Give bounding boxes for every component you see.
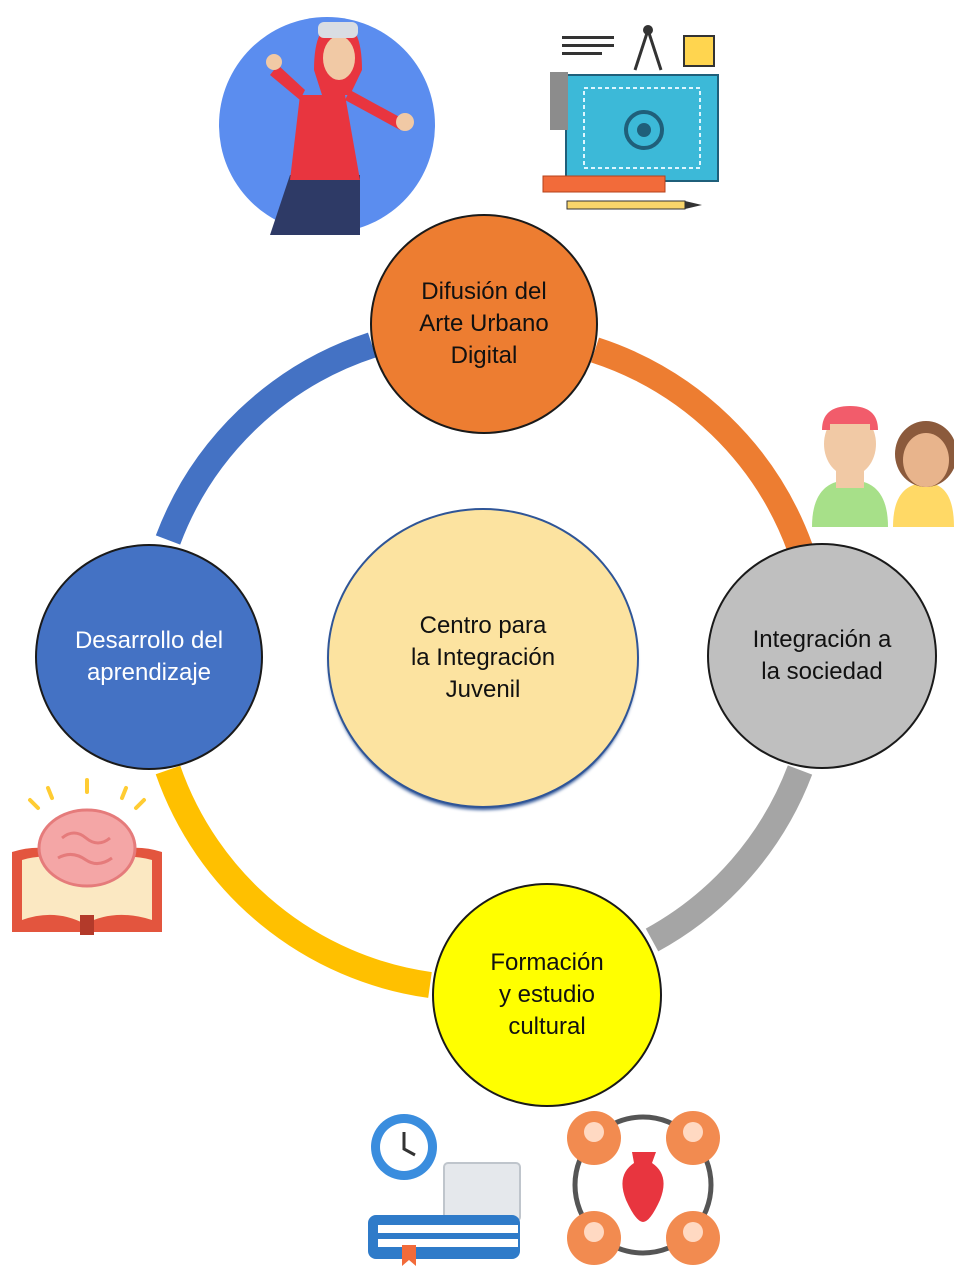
node-bottom-line-3: cultural	[508, 1013, 586, 1040]
node-left-line-2: aprendizaje	[86, 659, 212, 686]
arc-left-top	[155, 332, 377, 545]
node-right: Integración a la sociedad	[707, 543, 937, 769]
node-top-line-3: Digital	[450, 342, 518, 369]
node-bottom-label: Formación y estudio cultural	[490, 947, 603, 1043]
center-node: Centro para la Integración Juvenil	[327, 508, 639, 808]
node-top-label: Difusión del Arte Urbano Digital	[419, 276, 548, 372]
two-young-people-icon	[812, 406, 954, 527]
node-right-label: Integración a la sociedad	[753, 624, 892, 688]
node-right-line-2: la sociedad	[761, 658, 883, 685]
node-top: Difusión del Arte Urbano Digital	[370, 214, 598, 434]
node-bottom-line-1: Formación	[490, 949, 604, 976]
blueprint-design-icon	[542, 25, 719, 210]
clock-laptop-books-icon	[368, 1114, 521, 1266]
node-bottom-line-2: y estudio	[498, 981, 596, 1008]
node-bottom: Formación y estudio cultural	[432, 883, 662, 1107]
node-left-line-1: Desarrollo del	[74, 627, 224, 654]
arc-right-bottom	[645, 765, 813, 952]
node-left-label: Desarrollo del aprendizaje	[75, 625, 223, 689]
node-top-line-2: Arte Urbano	[419, 310, 549, 337]
center-line-2: la Integración	[410, 644, 556, 671]
center-label: Centro para la Integración Juvenil	[411, 610, 555, 706]
node-left: Desarrollo del aprendizaje	[35, 544, 263, 770]
arc-top-right	[590, 337, 813, 553]
urban-dancer-icon	[219, 17, 435, 235]
center-line-1: Centro para	[419, 612, 547, 639]
center-line-3: Juvenil	[445, 676, 521, 703]
node-right-line-1: Integración a	[752, 626, 892, 653]
node-top-line-1: Difusión del	[421, 278, 547, 305]
brain-book-icon	[12, 778, 162, 935]
arc-bottom-left	[155, 765, 432, 998]
cultural-group-vase-icon	[567, 1111, 720, 1265]
